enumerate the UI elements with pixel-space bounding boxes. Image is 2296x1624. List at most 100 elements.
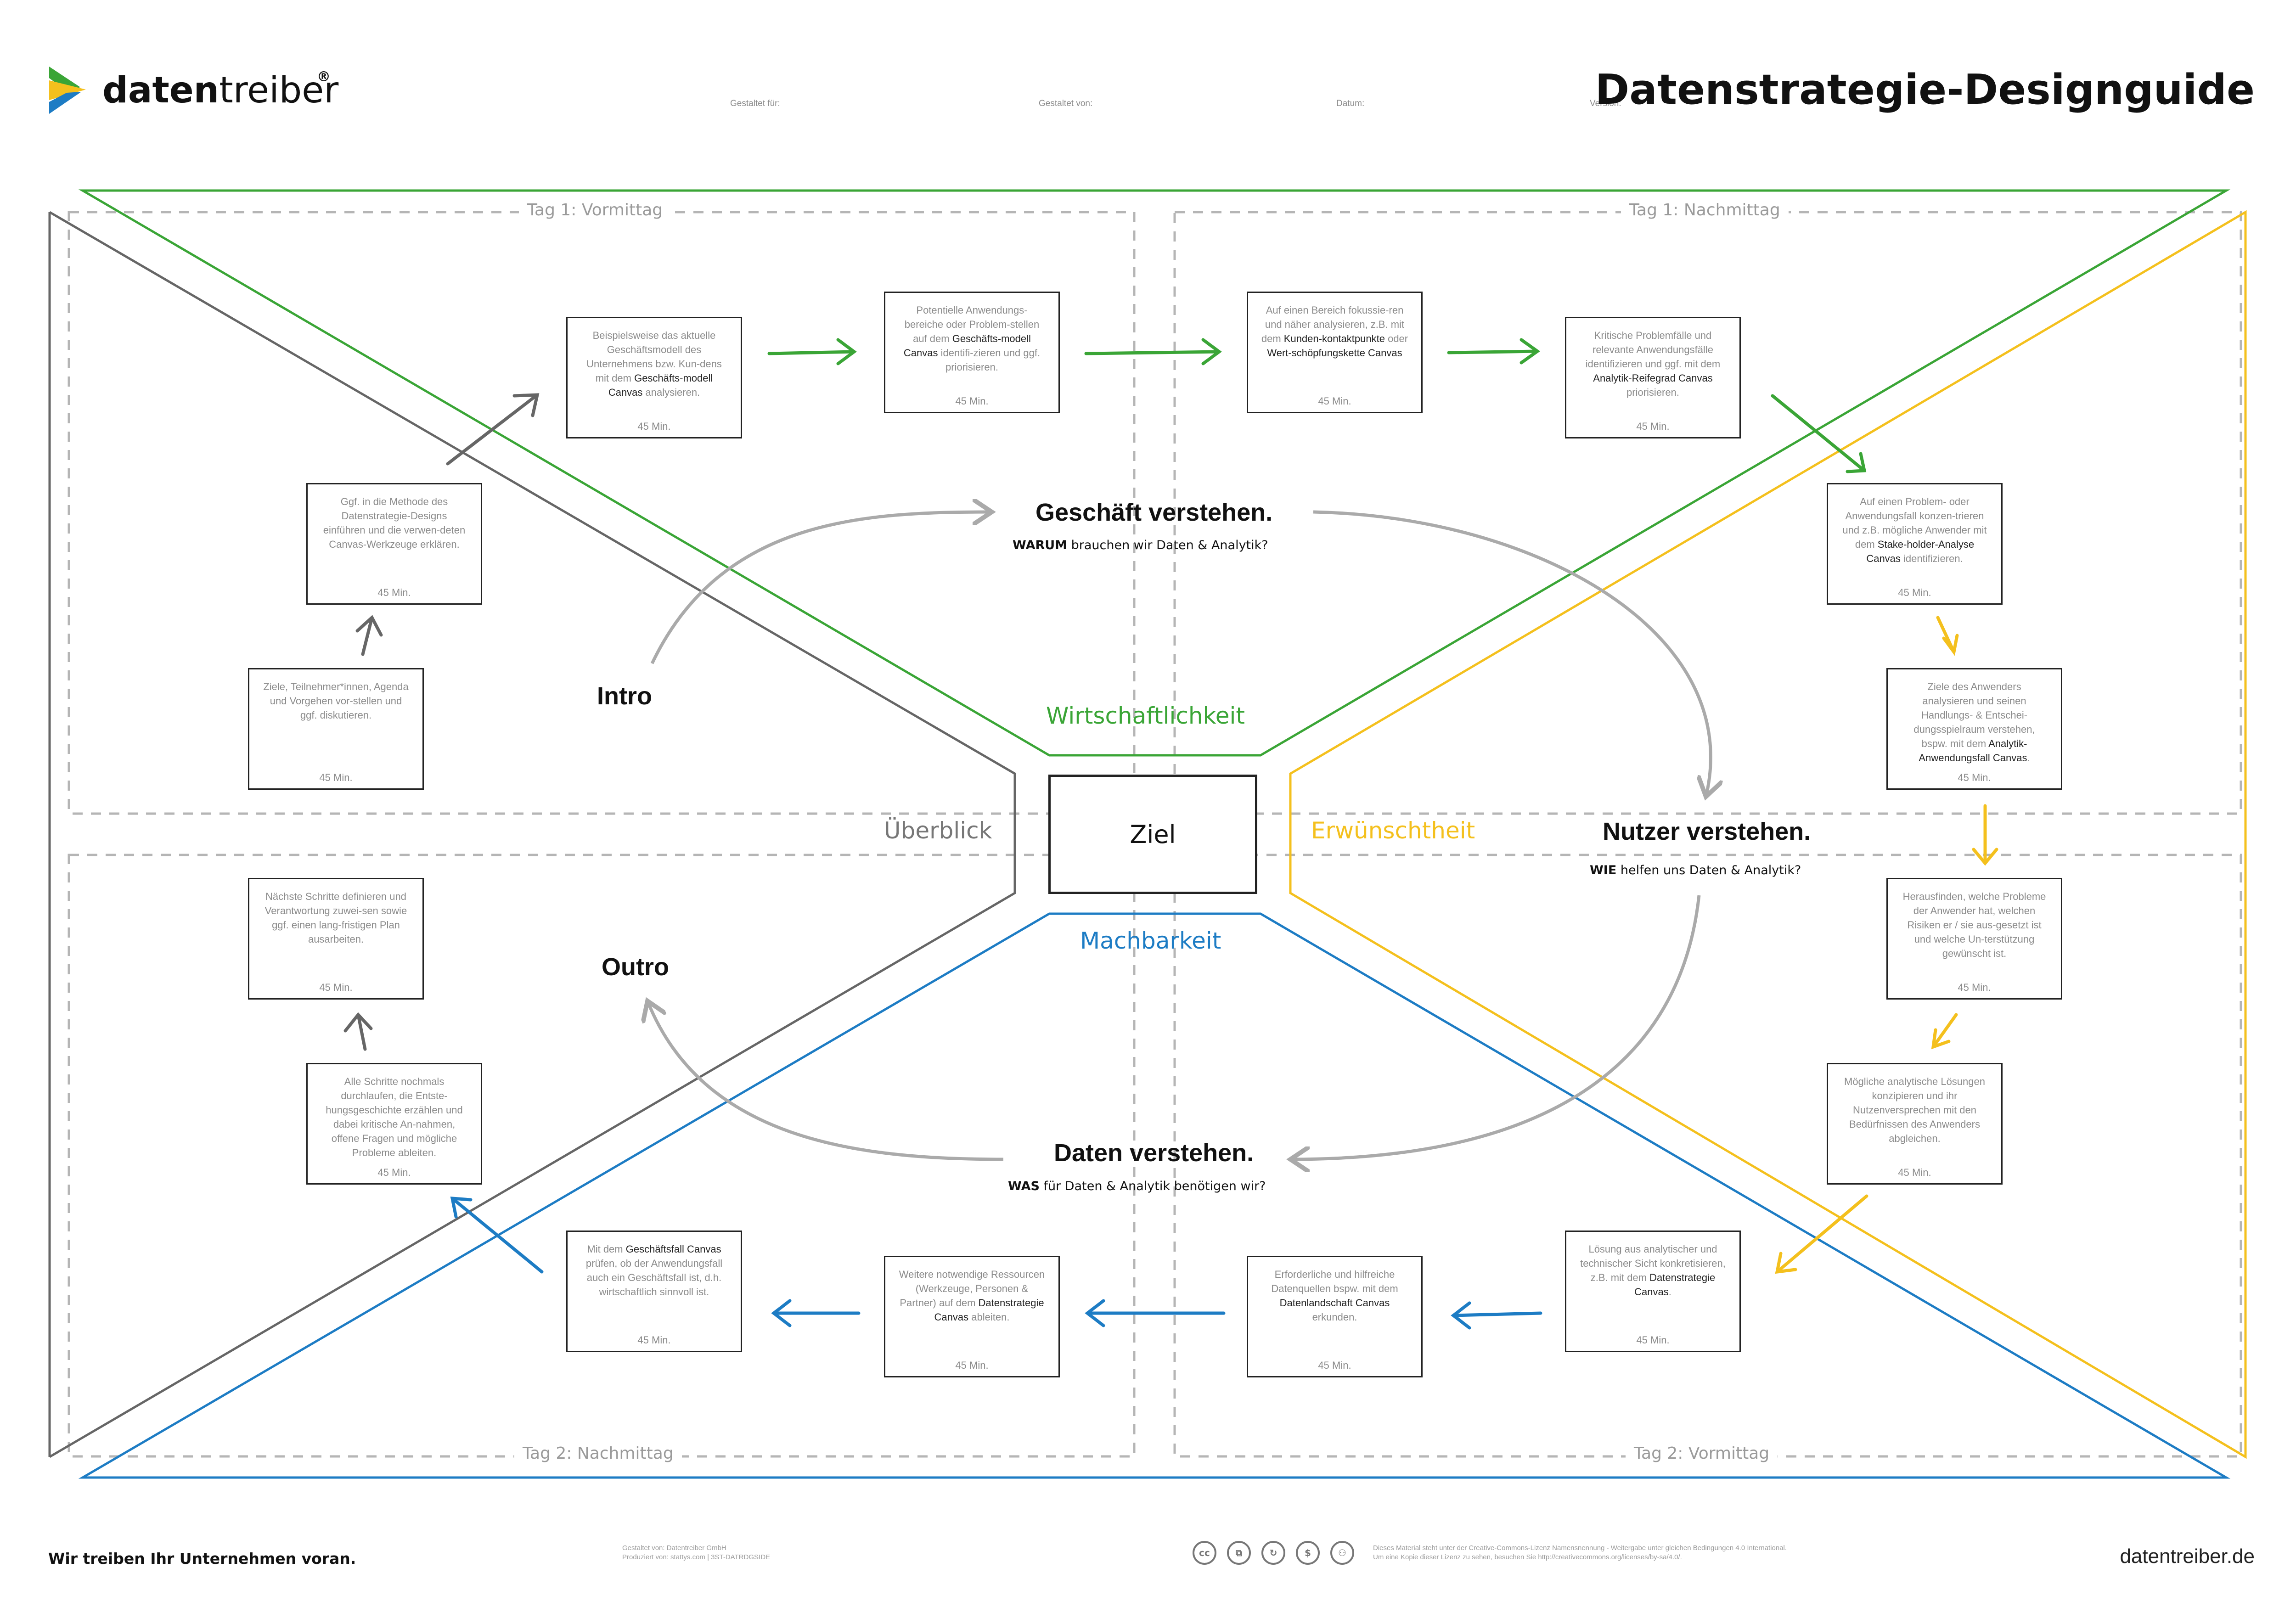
arrow-s13-s14 [771,1299,861,1327]
step-text-end: priorisieren. [1626,387,1679,398]
day-label-d2-morning: Tag 2: Vormittag [1626,1444,1778,1463]
blue-arrows [450,1197,1542,1330]
green-line [78,189,2231,757]
yellow-line [1289,210,2247,1459]
arrow-s4-s5 [1084,338,1222,365]
step-card-1: Ziele, Teilnehmer*innen, Agenda und Vorg… [248,668,424,790]
footer-website-link[interactable]: datentreiber.de [2120,1545,2255,1568]
step-duration: 45 Min. [1318,1360,1351,1371]
arc-intro-business [650,512,992,664]
canvas-name: Analytik-Anwendungsfall Canvas [1919,738,2027,764]
phase-data-title: Daten verstehen. [1054,1139,1254,1167]
step-text: Herausfinden, welche Probleme der Anwend… [1902,891,2046,959]
day-label-d1-afternoon: Tag 1: Nachmittag [1621,201,1789,219]
canvas-name: Kunden-kontaktpunkte [1283,333,1385,344]
canvas-name: Stake-holder-Analyse Canvas [1866,539,1975,564]
phase-users-question: WIE helfen uns Daten & Analytik? [1590,863,1801,877]
day-label-d1-morning: Tag 1: Vormittag [519,201,671,219]
step-text-end: . [2027,752,2030,764]
brand-mark: ® [317,69,331,85]
canvas-name: Analytik-Reifegrad Canvas [1593,372,1713,384]
day-label-d2-afternoon: Tag 2: Nachmittag [514,1444,682,1463]
step-duration: 45 Min. [377,587,411,598]
step-duration: 45 Min. [955,395,989,407]
arc-data-outro [647,1001,1004,1161]
frame-bottom-right [1173,854,2242,1458]
step-card-5: Auf einen Bereich fokussie-ren und näher… [1247,292,1423,413]
canvas-name: Geschäftsfall Canvas [625,1243,721,1255]
arrow-s11-s12 [1451,1301,1542,1330]
step-duration: 45 Min. [1958,982,1991,993]
step-text-end: identifizieren. [1900,553,1963,564]
step-text: Potentielle Anwendungs-bereiche oder Pro… [904,304,1040,344]
step-card-7: Auf einen Problem- oder Anwendungsfall k… [1827,483,2003,605]
goal-box: Ziel [1048,775,1257,894]
step-text: Erforderliche und hilfreiche Datenquelle… [1271,1269,1398,1294]
step-card-10: Mögliche analytische Lösungen konzipiere… [1827,1063,2003,1185]
step-text: Ziele des Anwenders analysieren und sein… [1913,681,2035,749]
dimension-overview: Überblick [884,817,992,844]
phase-users-title: Nutzer verstehen. [1603,818,1811,845]
step-card-14: Mit dem Geschäftsfall Canvas prüfen, ob … [566,1231,742,1352]
arrow-s7-s8 [1936,616,1959,656]
arrow-s10-s11 [1775,1194,1868,1274]
step-text: Auf einen Bereich fokussie-ren und näher… [1261,304,1405,344]
step-text: Alle Schritte nochmals durchlaufen, die … [326,1076,463,1158]
step-card-3: Beispielsweise das aktuelle Geschäftsmod… [566,317,742,438]
logo-icon [49,67,86,114]
question-word-why: WARUM [1013,538,1068,552]
step-duration: 45 Min. [377,1167,411,1178]
footer-slogan: Wir treiben Ihr Unternehmen voran. [48,1550,356,1568]
arrow-s3-s4 [767,338,857,365]
footer-credit-designer: Gestaltet von: Datentreiber GmbH [622,1544,726,1552]
step-duration: 45 Min. [955,1360,989,1371]
step-duration: 45 Min. [1636,421,1670,432]
arc-business-users [1313,510,1711,797]
footer-license-line-2[interactable]: Um eine Kopie dieser Lizenz zu sehen, be… [1373,1553,1682,1561]
step-card-6: Kritische Problemfälle und relevante Anw… [1565,317,1741,438]
phase-outro: Outro [602,953,669,981]
footer-license-line-1: Dieses Material steht unter der Creative… [1373,1544,1787,1552]
step-duration: 45 Min. [637,421,671,432]
question-word-what: WAS [1008,1179,1040,1193]
canvas-name: Geschäfts-modell Canvas [903,333,1031,359]
canvas-name: Datenstrategie Canvas [1634,1272,1716,1298]
step-card-9: Herausfinden, welche Probleme der Anwend… [1886,878,2062,1000]
step-duration: 45 Min. [637,1334,671,1346]
step-text-end: analysieren. [642,387,700,398]
step-text-end: prüfen, ob der Anwendungsfall auch ein G… [585,1258,723,1298]
step-text-end: identifi-zieren und ggf. priorisieren. [938,347,1041,373]
step-text: Mit dem [587,1243,626,1255]
arc-users-data [1290,895,1701,1159]
brand-light: daten [102,70,219,111]
step-text: Weitere notwendige Ressourcen (Werkzeuge… [899,1269,1045,1309]
step-text: Ziele, Teilnehmer*innen, Agenda und Vorg… [263,681,409,721]
phase-business-question: WARUM brauchen wir Daten & Analytik? [1013,538,1268,552]
page-title: Datenstrategie-Designguide [1595,66,2255,114]
step-card-16: Nächste Schritte definieren und Verantwo… [248,878,424,1000]
step-card-4: Potentielle Anwendungs-bereiche oder Pro… [884,292,1060,413]
field-version: Version: [1590,99,1621,108]
step-text: Auf einen Problem- oder Anwendungsfall k… [1842,496,1987,550]
step-card-13: Weitere notwendige Ressourcen (Werkzeuge… [884,1256,1060,1377]
canvas-name-2: Wert-schöpfungskette Canvas [1267,347,1402,359]
step-duration: 45 Min. [1958,772,1991,783]
canvas-name: Datenlandschaft Canvas [1279,1297,1390,1309]
step-text-end: erkunden. [1312,1311,1357,1323]
gray-line [48,211,1016,1458]
step-duration: 45 Min. [1318,395,1351,407]
commercial-icon: $ [1296,1541,1320,1565]
step-text: Kritische Problemfälle und relevante Anw… [1585,330,1721,370]
goal-label: Ziel [1130,820,1176,849]
question-word-how: WIE [1590,863,1617,877]
arrow-s9-s10 [1931,1013,1958,1050]
dimension-desirability: Erwünschtheit [1311,817,1475,844]
phase-intro: Intro [597,682,652,710]
question-rest: für Daten & Analytik benötigen wir? [1039,1179,1266,1193]
phase-data-question: WAS für Daten & Analytik benötigen wir? [1008,1179,1266,1193]
footer-credit-producer: Produziert von: stattys.com | 3ST-DATRDG… [622,1553,771,1561]
frame-bottom-left [68,854,1136,1458]
canvas-name: Geschäfts-modell Canvas [608,372,713,398]
gray-arrows [343,393,540,1051]
